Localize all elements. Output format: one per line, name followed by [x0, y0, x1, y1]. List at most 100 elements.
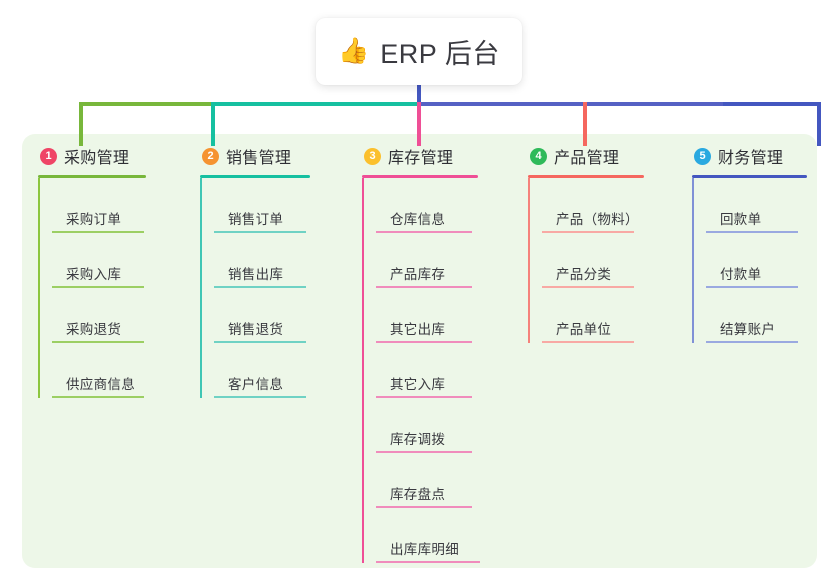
leaf-rule	[376, 561, 480, 563]
leaf-rule	[214, 396, 306, 398]
list-item[interactable]: 产品（物料）	[542, 178, 688, 233]
leaf-rule	[542, 286, 634, 288]
root-node[interactable]: 👍 ERP 后台	[316, 18, 522, 85]
leaf-label: 产品分类	[556, 267, 612, 282]
branch-rule-1	[38, 175, 146, 178]
list-item[interactable]: 仓库信息	[376, 178, 517, 233]
list-item[interactable]: 库存调拨	[376, 398, 517, 453]
leaf-label: 销售订单	[228, 212, 284, 227]
branch-title-4: 产品管理	[554, 150, 620, 167]
leaf-rule	[52, 231, 144, 233]
list-item[interactable]: 结算账户	[706, 288, 839, 343]
leaf-rule	[52, 396, 144, 398]
list-item[interactable]: 采购入库	[52, 233, 188, 288]
bus-segment-green	[79, 102, 213, 106]
branch-items-2: 销售订单 销售出库 销售退货 客户信息	[200, 178, 350, 398]
branch-spine-5	[692, 178, 694, 343]
branch-items-4: 产品（物料） 产品分类 产品单位	[528, 178, 688, 343]
leaf-label: 客户信息	[228, 377, 284, 392]
leaf-rule	[376, 396, 472, 398]
bus-segment-blue	[417, 102, 725, 106]
branch-spine-2	[200, 178, 202, 398]
list-item[interactable]: 销售出库	[214, 233, 350, 288]
thumbs-up-icon: 👍	[338, 37, 370, 65]
leaf-rule	[542, 231, 634, 233]
list-item[interactable]: 客户信息	[214, 343, 350, 398]
branch-title-1: 采购管理	[64, 150, 130, 167]
list-item[interactable]: 产品分类	[542, 233, 688, 288]
branch-drop-5	[817, 102, 821, 146]
leaf-label: 采购退货	[66, 322, 122, 337]
bus-segment-blue-end	[723, 102, 821, 106]
leaf-rule	[52, 341, 144, 343]
branch-rule-2	[200, 175, 310, 178]
branch-spine-4	[528, 178, 530, 343]
leaf-label: 产品库存	[390, 267, 446, 282]
branch-header-4[interactable]: 4 产品管理	[528, 142, 688, 170]
leaf-rule	[376, 451, 472, 453]
list-item[interactable]: 销售退货	[214, 288, 350, 343]
branch-badge-5: 5	[694, 147, 711, 165]
list-item[interactable]: 供应商信息	[52, 343, 188, 398]
leaf-label: 产品（物料）	[556, 212, 639, 227]
leaf-label: 库存盘点	[390, 487, 446, 502]
list-item[interactable]: 付款单	[706, 233, 839, 288]
list-item[interactable]: 回款单	[706, 178, 839, 233]
branch-badge-2: 2	[202, 147, 219, 165]
leaf-rule	[542, 341, 634, 343]
leaf-rule	[214, 231, 306, 233]
branch-rule-4	[528, 175, 644, 178]
leaf-label: 采购订单	[66, 212, 122, 227]
leaf-label: 供应商信息	[66, 377, 135, 392]
leaf-rule	[376, 506, 472, 508]
leaf-rule	[706, 286, 798, 288]
leaf-rule	[214, 341, 306, 343]
list-item[interactable]: 其它出库	[376, 288, 517, 343]
branch-drop-3	[417, 102, 421, 146]
bus-segment-teal	[211, 102, 419, 106]
leaf-label: 库存调拨	[390, 432, 446, 447]
leaf-label: 出库库明细	[390, 542, 459, 557]
branch-badge-1: 1	[40, 147, 57, 165]
leaf-label: 回款单	[720, 212, 762, 227]
branch-spine-3	[362, 178, 364, 563]
branch-column-sales: 2 销售管理 销售订单 销售出库 销售退货 客户信息	[200, 142, 350, 398]
branch-drop-4	[583, 102, 587, 146]
list-item[interactable]: 库存盘点	[376, 453, 517, 508]
list-item[interactable]: 产品单位	[542, 288, 688, 343]
branch-drop-2	[211, 102, 215, 146]
leaf-label: 销售退货	[228, 322, 284, 337]
root-node-title: ERP 后台	[380, 39, 500, 69]
list-item[interactable]: 其它入库	[376, 343, 517, 398]
branch-header-1[interactable]: 1 采购管理	[38, 142, 188, 170]
branch-items-3: 仓库信息 产品库存 其它出库 其它入库 库存调拨 库存盘点 出库库明细	[362, 178, 517, 563]
branch-title-5: 财务管理	[718, 150, 784, 167]
mindmap-panel	[22, 134, 817, 568]
leaf-label: 结算账户	[720, 322, 776, 337]
branch-items-5: 回款单 付款单 结算账户	[692, 178, 839, 343]
branch-column-inventory: 3 库存管理 仓库信息 产品库存 其它出库 其它入库 库存调拨 库存盘点	[362, 142, 517, 563]
branch-column-purchasing: 1 采购管理 采购订单 采购入库 采购退货 供应商信息	[38, 142, 188, 398]
leaf-rule	[376, 341, 472, 343]
branch-items-1: 采购订单 采购入库 采购退货 供应商信息	[38, 178, 188, 398]
branch-header-5[interactable]: 5 财务管理	[692, 142, 839, 170]
leaf-rule	[52, 286, 144, 288]
branch-column-product: 4 产品管理 产品（物料） 产品分类 产品单位	[528, 142, 688, 343]
leaf-label: 销售出库	[228, 267, 284, 282]
branch-column-finance: 5 财务管理 回款单 付款单 结算账户	[692, 142, 839, 343]
branch-rule-5	[692, 175, 807, 178]
leaf-label: 其它出库	[390, 322, 446, 337]
list-item[interactable]: 产品库存	[376, 233, 517, 288]
branch-title-2: 销售管理	[226, 150, 292, 167]
list-item[interactable]: 采购退货	[52, 288, 188, 343]
branch-drop-1	[79, 102, 83, 146]
branch-header-3[interactable]: 3 库存管理	[362, 142, 517, 170]
branch-header-2[interactable]: 2 销售管理	[200, 142, 350, 170]
list-item[interactable]: 采购订单	[52, 178, 188, 233]
branch-badge-3: 3	[364, 147, 381, 165]
list-item[interactable]: 出库库明细	[376, 508, 517, 563]
leaf-rule	[706, 231, 798, 233]
root-stem-connector	[417, 84, 421, 106]
leaf-label: 其它入库	[390, 377, 446, 392]
list-item[interactable]: 销售订单	[214, 178, 350, 233]
